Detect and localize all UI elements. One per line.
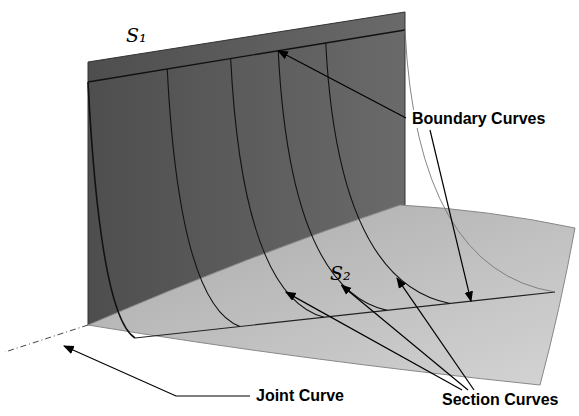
- section-curves: [88, 30, 555, 338]
- leader-arrow: [278, 51, 406, 118]
- leader-arrow: [286, 292, 462, 390]
- section-curve: [88, 82, 135, 338]
- callout-label: Joint Curve: [254, 387, 346, 405]
- section-curve: [278, 51, 387, 311]
- callout-label: Boundary Curves: [410, 110, 547, 128]
- surface-name: S₁: [126, 24, 147, 46]
- boundary-curve: [135, 292, 555, 338]
- section-curve: [405, 30, 555, 292]
- leader-arrow: [397, 278, 474, 390]
- joint-extension: [5, 325, 88, 352]
- leader-arrow: [64, 346, 250, 396]
- leader-arrow: [341, 285, 468, 390]
- surface-name: S₂: [330, 262, 351, 284]
- section-curve: [326, 43, 450, 304]
- section-curve: [167, 69, 240, 327]
- leader-lines: [64, 51, 474, 396]
- leader-arrow: [430, 130, 471, 301]
- surface-s2: [88, 205, 575, 385]
- callout-label: Section Curves: [440, 391, 560, 409]
- section-curve: [231, 59, 324, 318]
